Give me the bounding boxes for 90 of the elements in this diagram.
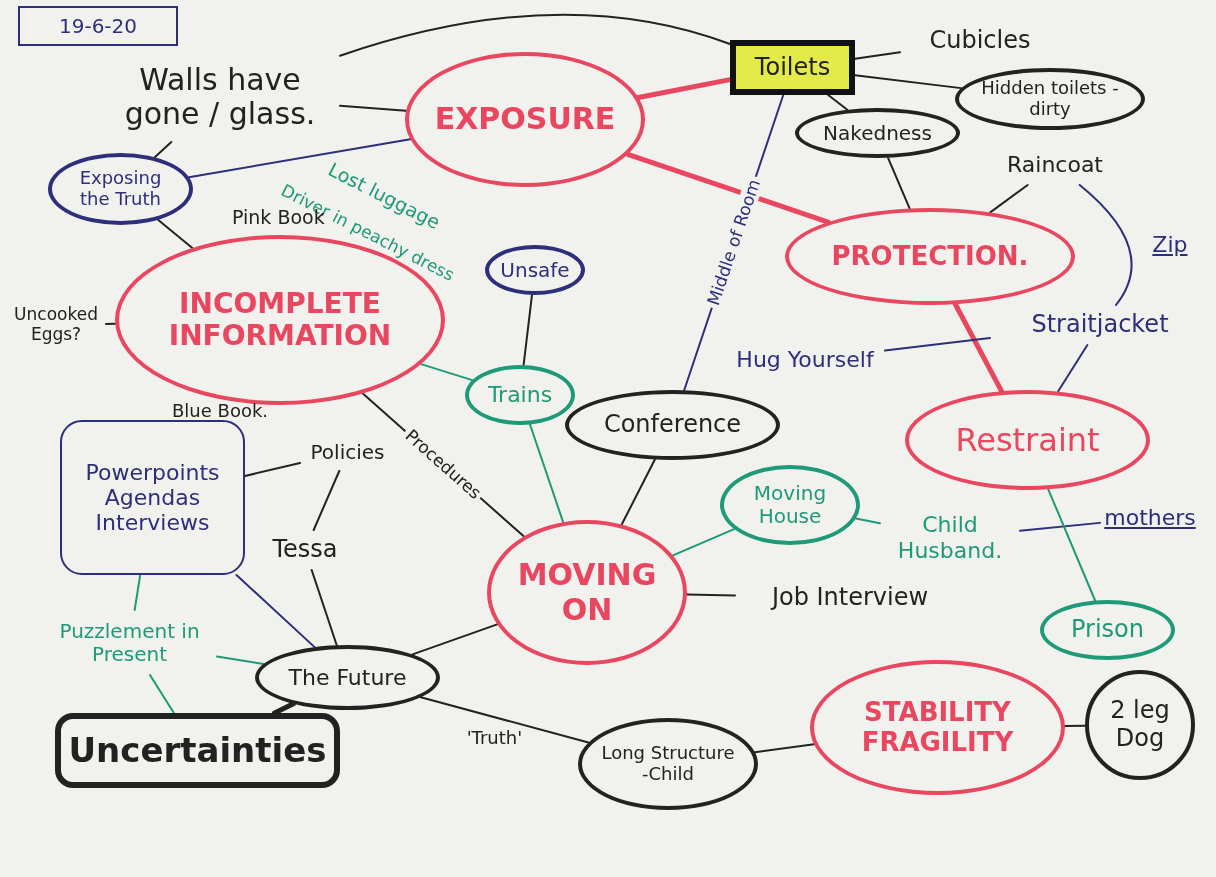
connector-line (419, 696, 590, 744)
connector-line (216, 655, 265, 665)
connector-line (989, 184, 1029, 214)
connector-line (1078, 184, 1133, 306)
node-label: The Future (288, 664, 407, 691)
connector-line (854, 517, 881, 525)
theme-ellipse (810, 660, 1065, 795)
connector-line (310, 569, 338, 647)
note-text: Child Husband. (880, 505, 1020, 570)
node-label: 19-6-20 (58, 14, 138, 38)
connector-line (529, 423, 565, 524)
connector-line (1047, 488, 1097, 602)
outlined-box (55, 713, 340, 788)
topic-ellipse (485, 245, 585, 295)
connector-line (1057, 344, 1089, 393)
topic-ellipse (255, 645, 440, 710)
node-label: INCOMPLETE INFORMATION (167, 287, 393, 353)
connector-line (1063, 724, 1086, 727)
connector-line (157, 218, 194, 249)
note-text: Job Interview (735, 578, 965, 618)
connector-line (188, 138, 412, 179)
node-label: Uncertainties (68, 730, 327, 771)
connector-line (522, 293, 533, 367)
node-label: Restraint (955, 421, 1100, 459)
topic-ellipse (955, 68, 1145, 130)
theme-ellipse (487, 520, 687, 665)
note-text: Tessa (255, 530, 355, 570)
topic-ellipse (720, 465, 860, 545)
node-label: Exposing the Truth (78, 168, 163, 210)
connector-line (312, 470, 341, 531)
topic-ellipse (1085, 670, 1195, 780)
node-label: Long Structure -Child (600, 743, 736, 785)
node-label: Toilets (754, 53, 831, 82)
connector-line (105, 322, 117, 325)
node-label: Hidden toilets -dirty (980, 78, 1120, 120)
note-text: Raincoat (985, 145, 1125, 185)
connector-line (411, 623, 499, 656)
edge-label: Zip (1151, 233, 1189, 258)
topic-ellipse (48, 153, 193, 225)
node-label: Conference (603, 411, 742, 439)
node-label: Trains (487, 382, 553, 408)
node-label: Prison (1071, 616, 1144, 644)
topic-ellipse (465, 365, 575, 425)
date-box (18, 6, 178, 46)
list-box (60, 420, 245, 575)
highlight-box (730, 40, 855, 95)
topic-ellipse (565, 390, 780, 460)
connector-line (235, 574, 316, 649)
connector-line (153, 141, 173, 159)
connector-line (625, 151, 831, 225)
note-text: Blue Book. (172, 400, 269, 421)
connector-line (339, 104, 407, 112)
note-text: Policies (300, 433, 395, 471)
connector-line (671, 528, 736, 557)
connector-line (754, 743, 815, 754)
node-label: MOVING ON (516, 558, 658, 627)
connector-line (339, 13, 731, 57)
connector-line (854, 74, 963, 90)
connector-line (148, 674, 175, 714)
topic-ellipse (1040, 600, 1175, 660)
connector-line (244, 462, 301, 477)
note-text: Cubicles (900, 22, 1060, 60)
note-text: Walls have gone / glass. (100, 52, 340, 142)
node-label: STABILITY FRAGILITY (860, 697, 1015, 758)
connector-line (854, 51, 901, 60)
note-text: Puzzlement in Present (42, 610, 217, 675)
connector-line (1019, 521, 1101, 532)
connector-line (685, 593, 736, 597)
connector-line (887, 156, 911, 210)
connector-line (884, 337, 991, 352)
node-label: EXPOSURE (434, 102, 616, 137)
node-label: 2 leg Dog (1109, 697, 1171, 753)
note-text: Hug Yourself (725, 330, 885, 390)
node-label: Nakedness (823, 121, 932, 145)
note-text: mothers (1100, 498, 1200, 538)
node-label: Moving House (752, 482, 828, 528)
note-text: Uncooked Eggs? (6, 290, 106, 360)
node-label: PROTECTION. (831, 241, 1029, 272)
topic-ellipse (795, 108, 960, 158)
connector-line (272, 701, 296, 716)
connector-line (620, 458, 656, 526)
theme-ellipse (785, 208, 1075, 305)
node-label: Powerpoints Agendas Interviews (84, 459, 221, 536)
node-label: Unsafe (500, 258, 570, 282)
topic-ellipse (578, 718, 758, 810)
note-text: Straitjacket (990, 305, 1210, 345)
connector-line (133, 574, 142, 611)
connector-line (827, 94, 849, 111)
connector-line (420, 363, 474, 382)
theme-ellipse (905, 390, 1150, 490)
